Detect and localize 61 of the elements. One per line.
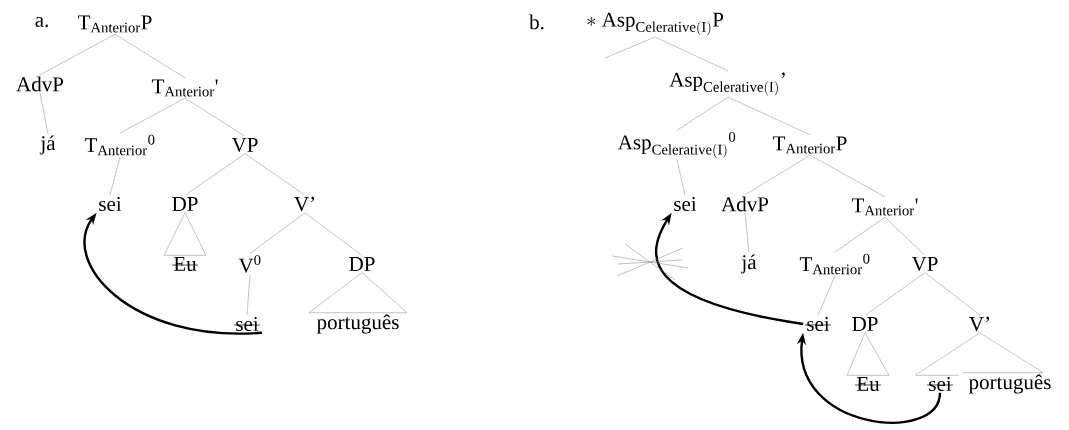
- struck-word: Eu: [171, 257, 199, 271]
- tree-label: $\mathrm{Asp}_{\mathrm{Celerative(I)}}{}^{\mathrm{0}}$: [618, 131, 736, 159]
- tree-branch: [744, 212, 750, 253]
- tree-branch: [184, 153, 246, 196]
- tree-label: português: [968, 374, 1051, 394]
- tree-label: VP: [911, 256, 938, 271]
- tree-branch: [246, 274, 251, 316]
- tree-label: V$^{0}$: [238, 255, 261, 273]
- tree-branch: [114, 33, 186, 79]
- tree-label: $\mathrm{*\ Asp}_{\mathrm{Celerative(I)}}\mathrm{P}$: [587, 12, 724, 36]
- tree-branch: [834, 216, 886, 253]
- tree-branch: [119, 97, 186, 134]
- tree-branch: [744, 154, 811, 196]
- tree-label: DP: [852, 317, 878, 331]
- tree-branch: [864, 272, 926, 316]
- tree-branch: [39, 92, 49, 134]
- tree-label: T$_{Anterior}$0: [84, 134, 155, 156]
- tree-branch: [39, 33, 116, 76]
- tree-label: AdvP: [16, 76, 64, 92]
- tree-branch: [809, 154, 886, 198]
- tree-branch: [244, 153, 306, 196]
- tree-branch: [109, 156, 121, 196]
- tree-label: português: [316, 314, 399, 334]
- tree-label: T$_{Anterior}$P: [78, 15, 152, 33]
- tree-label: $\mathrm{Asp}_{\mathrm{Celerative(I)}}\mathrm{’}$: [669, 72, 785, 96]
- triangle-branch: [962, 332, 1044, 373]
- tree-label: sei: [99, 196, 122, 212]
- triangle-branch: [846, 332, 890, 376]
- tree-label: T$_{Anterior}$': [851, 198, 918, 216]
- tree-label: T$_{Anterior}$': [151, 79, 218, 97]
- tree-label: DP: [172, 197, 198, 211]
- tree-label: V’: [969, 316, 990, 332]
- tree-label: DP: [349, 257, 375, 271]
- struck-word: sei: [804, 316, 832, 332]
- tree-label: VP: [231, 137, 258, 152]
- triangle-branch: [914, 332, 981, 376]
- triangle-branch: [308, 272, 408, 313]
- struck-word: sei: [233, 316, 261, 332]
- struck-word: sei: [926, 376, 954, 392]
- struck-word: Eu: [854, 377, 882, 391]
- example-letter: b.: [529, 14, 544, 30]
- triangle-branch: [163, 212, 207, 256]
- tree-branch: [304, 212, 363, 256]
- tree-branch: [604, 36, 656, 59]
- tree-label: AdvP: [721, 196, 769, 212]
- tree-branch: [884, 216, 926, 256]
- tree-label: já: [740, 254, 757, 274]
- tree-branch: [654, 36, 729, 72]
- tree-label: V’: [294, 196, 315, 212]
- tree-label: T$_{Anterior}$P: [773, 136, 847, 154]
- tree-branch: [249, 212, 306, 254]
- tree-branch: [817, 275, 836, 316]
- tree-branch: [184, 97, 246, 137]
- tree-label: sei: [674, 196, 697, 212]
- tree-branch: [924, 272, 981, 316]
- tree-label: já: [39, 135, 56, 155]
- tree-branch: [676, 159, 686, 196]
- example-letter: a.: [35, 16, 48, 28]
- tree-branch: [727, 96, 811, 136]
- tree-branch: [676, 96, 729, 131]
- tree-label: T$_{Anterior}$0: [799, 253, 870, 275]
